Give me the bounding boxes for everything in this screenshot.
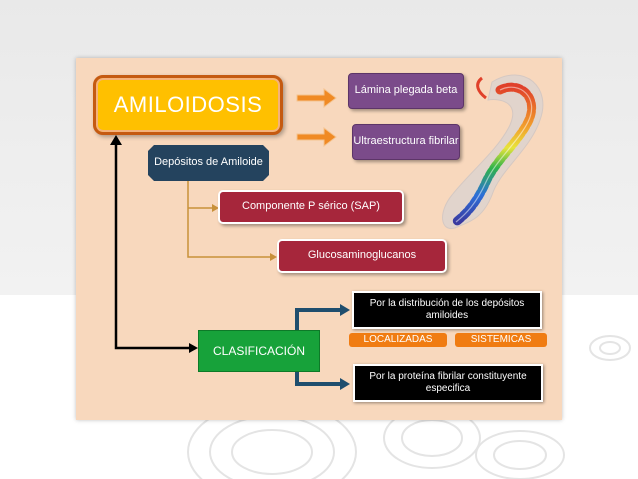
arrow-to-lamina [296,88,337,108]
type-sistemicas-box: SISTEMICAS [455,333,547,347]
arrow-to-ultraestructura [296,127,337,147]
feature-lamina-box: Lámina plegada beta [348,73,464,109]
title-box: AMILOIDOSIS [93,75,283,135]
classification-to-title-arrow [114,145,191,350]
component-sap-box: Componente P sérico (SAP) [218,190,404,224]
type-localizadas-box: LOCALIZADAS [349,333,447,347]
deposit-connectors [187,181,270,258]
distribution-criterion-box: Por la distribución de los depósitos ami… [352,291,542,329]
classification-box: CLASIFICACIÓN [198,330,320,372]
component-glucosaminoglucanos-box: Glucosaminoglucanos [277,239,447,273]
protein-criterion-box: Por la proteína fibrilar constituyente e… [353,364,543,402]
classification-branches [295,308,340,386]
feature-ultraestructura-box: Ultraestructura fibrilar [352,124,460,160]
depositos-box: Depósitos de Amiloide [148,145,269,181]
